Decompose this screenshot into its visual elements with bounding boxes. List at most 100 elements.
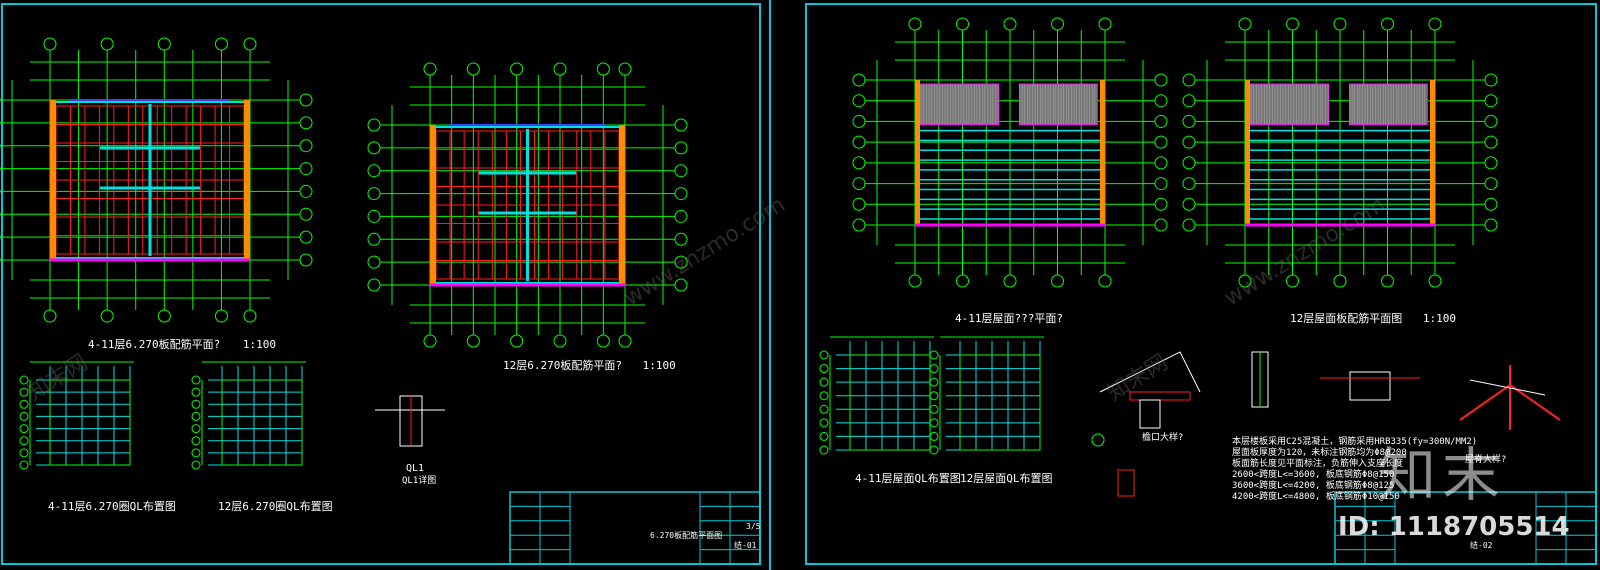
axis-bubble-right [1484, 94, 1498, 108]
axis-bubble-right [1154, 156, 1168, 170]
title-blocks [509, 491, 1597, 565]
axis-bubble-small [819, 431, 829, 441]
axis-bubble-right [299, 230, 313, 244]
axis-bubble-left [367, 232, 381, 246]
axis-bubble-small [929, 445, 939, 455]
note-line: 4200<跨度L<=4800, 板底钢筋Φ10@150 [1232, 492, 1400, 502]
axis-bubble-left [852, 94, 866, 108]
note-line: 3600<跨度L<=4200, 板底钢筋Φ8@125 [1232, 481, 1395, 491]
axis-bubble-small [191, 448, 201, 458]
axis-bubble-small [19, 448, 29, 458]
axis-bubble-top [510, 62, 524, 76]
axis-bubble-bottom [1003, 274, 1017, 288]
title-block-sheet-right: 结-02 [1470, 541, 1493, 550]
title-block-sheet-left: 结-01 [734, 541, 757, 550]
axis-bubble-small [819, 404, 829, 414]
axis-bubble-top [243, 37, 257, 51]
column [244, 100, 250, 260]
column [1245, 80, 1250, 225]
axis-bubble-small [19, 460, 29, 470]
small-plan-title-right-2: 12层屋面QL布置图 [960, 472, 1053, 485]
axis-bubble-right [1484, 177, 1498, 191]
axis-bubble-left [852, 177, 866, 191]
axis-bubble-left [1182, 94, 1196, 108]
axis-bubble-top [43, 37, 57, 51]
detail-label-eave: 檐口大样? [1142, 433, 1184, 443]
column [50, 100, 56, 260]
axis-bubble-bottom [1333, 274, 1347, 288]
axis-bubble-left [367, 278, 381, 292]
axis-bubble-top [1098, 17, 1112, 31]
axis-bubble-bottom [214, 309, 228, 323]
axis-bubble-left [367, 141, 381, 155]
axis-bubble-left [367, 255, 381, 269]
axis-bubble-small [929, 391, 939, 401]
axis-bubble-bottom [466, 334, 480, 348]
axis-bubble-small [929, 350, 939, 360]
axis-bubble-right [1154, 135, 1168, 149]
axis-bubble-bottom [553, 334, 567, 348]
axis-bubble-left [852, 156, 866, 170]
small-plan-title-right-1: 4-11层屋面QL布置图 [855, 472, 961, 485]
axis-bubble-right [299, 139, 313, 153]
axis-bubble-bottom [157, 309, 171, 323]
axis-bubble-bottom [1428, 274, 1442, 288]
axis-bubble-small [19, 424, 29, 434]
axis-bubble-small [191, 411, 201, 421]
axis-bubble-left [852, 114, 866, 128]
note-line: 板面筋长度见平面标注，负筋伸入支座长度 [1232, 459, 1404, 469]
axis-bubble-top [100, 37, 114, 51]
axis-bubble-small [19, 411, 29, 421]
axis-bubble-bottom [43, 309, 57, 323]
axis-bubble-top [618, 62, 632, 76]
axis-bubble-top [553, 62, 567, 76]
axis-bubble-right [1484, 114, 1498, 128]
axis-bubble-right [674, 187, 688, 201]
axis-bubble-right [299, 253, 313, 267]
leader [1469, 379, 1546, 396]
axis-bubble-top [157, 37, 171, 51]
axis-bubble-left [1182, 156, 1196, 170]
plan-title-left-2: 12层6.270板配筋平面? 1:100 [503, 359, 676, 372]
axis-bubble-left [1182, 197, 1196, 211]
column [619, 125, 625, 285]
axis-bubble-right [1484, 197, 1498, 211]
axis-bubble-small [929, 377, 939, 387]
sheet-frame-right [805, 3, 1597, 565]
eave-wall [1139, 399, 1161, 429]
detail-label-ql1: QL1 [406, 463, 425, 474]
column [430, 125, 436, 285]
axis-bubble-top [423, 62, 437, 76]
axis-bubble-right [299, 207, 313, 221]
axis-bubble-small [819, 364, 829, 374]
axis-bubble-right [674, 141, 688, 155]
watermark-id: ID: 1118705514 [1338, 512, 1570, 542]
axis-bubble-right [1154, 177, 1168, 191]
axis-bubble-left [1182, 114, 1196, 128]
sheet-frame-left [1, 3, 761, 565]
axis-bubble-right [1154, 94, 1168, 108]
axis-bubble-small [19, 387, 29, 397]
axis-bubble-small [819, 350, 829, 360]
axis-bubble-left [1182, 135, 1196, 149]
title-block [509, 491, 761, 565]
detail-section [1117, 469, 1135, 497]
axis-bubble-top [1381, 17, 1394, 31]
axis-bubble-bottom [243, 309, 257, 323]
small-plan-title-left-2: 12层6.270圈QL布置图 [218, 500, 333, 513]
axis-bubble-top [214, 37, 228, 51]
axis-bubble-top [1333, 17, 1347, 31]
detail-drawings [375, 351, 1561, 497]
axis-bubble-top [1286, 17, 1299, 31]
axis-bubble-left [1182, 177, 1196, 191]
axis-bubble-small [191, 436, 201, 446]
axis-bubble-bottom [1238, 274, 1252, 288]
plan-title-right-1: 4-11层屋面???平面? [955, 312, 1063, 325]
plan-title-left-1: 4-11层6.270板配筋平面? 1:100 [88, 338, 276, 351]
axis-bubble-small [191, 424, 201, 434]
axis-bubble-right [1484, 218, 1498, 232]
axis-bubble-small [19, 399, 29, 409]
axis-bubble-right [674, 255, 688, 269]
